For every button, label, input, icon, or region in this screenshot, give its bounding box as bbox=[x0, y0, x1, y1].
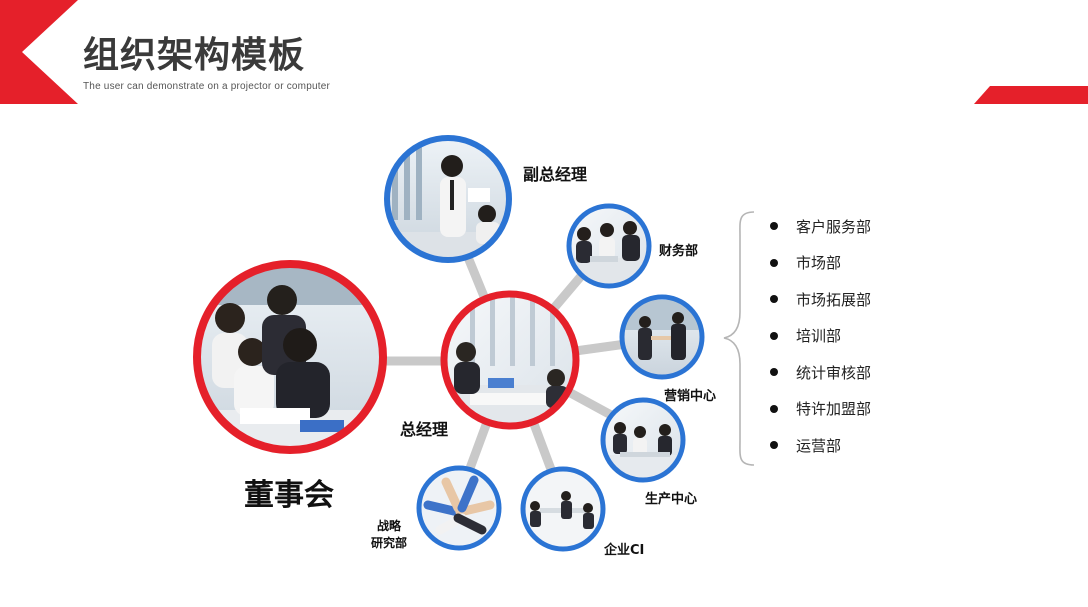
label-strategy-line1: 战略 bbox=[377, 519, 402, 533]
department-label: 培训部 bbox=[796, 327, 842, 346]
ring-production bbox=[600, 397, 686, 483]
label-vice-gm: 副总经理 bbox=[523, 165, 588, 184]
photo-strategy-research bbox=[420, 469, 498, 547]
department-label: 运营部 bbox=[796, 436, 842, 455]
department-label: 市场拓展部 bbox=[796, 290, 872, 309]
bullet-icon bbox=[770, 368, 778, 377]
department-label: 统计审核部 bbox=[796, 363, 872, 382]
label-production: 生产中心 bbox=[645, 492, 698, 507]
red-bar-top-right bbox=[974, 86, 1088, 104]
ring-corporate-ci bbox=[520, 466, 606, 552]
department-label: 市场部 bbox=[796, 254, 842, 273]
ring-vice-gm bbox=[384, 135, 512, 263]
bullet-icon bbox=[770, 222, 778, 231]
list-item: 培训部 bbox=[770, 318, 871, 355]
list-item: 客户服务部 bbox=[770, 208, 871, 245]
department-brace bbox=[723, 211, 755, 466]
ring-board bbox=[193, 260, 387, 454]
ring-strategy-research bbox=[416, 465, 502, 551]
list-item: 运营部 bbox=[770, 427, 871, 464]
bullet-icon bbox=[770, 441, 778, 450]
red-corner-top-left bbox=[0, 0, 78, 104]
bullet-icon bbox=[770, 331, 778, 340]
photo-vice-gm bbox=[388, 139, 508, 259]
photo-corporate-ci bbox=[524, 470, 602, 548]
label-general-manager: 总经理 bbox=[400, 420, 449, 439]
list-item: 统计审核部 bbox=[770, 354, 871, 391]
label-strategy-line2: 研究部 bbox=[371, 536, 408, 550]
ring-marketing bbox=[619, 294, 705, 380]
label-board: 董事会 bbox=[244, 478, 334, 513]
department-label: 特许加盟部 bbox=[796, 400, 872, 419]
list-item: 市场拓展部 bbox=[770, 281, 871, 318]
department-label: 客户服务部 bbox=[796, 217, 872, 236]
ring-finance bbox=[566, 203, 652, 289]
label-strategy-research: 战略 研究部 bbox=[371, 518, 407, 552]
photo-general-manager bbox=[446, 296, 574, 424]
ring-general-manager bbox=[440, 290, 580, 430]
bullet-icon bbox=[770, 258, 778, 267]
list-item: 市场部 bbox=[770, 245, 871, 282]
label-finance: 财务部 bbox=[659, 244, 699, 259]
bullet-icon bbox=[770, 404, 778, 413]
department-list: 客户服务部 市场部 市场拓展部 培训部 统计审核部 特许加盟部 运营部 bbox=[770, 208, 871, 464]
list-item: 特许加盟部 bbox=[770, 391, 871, 428]
page-title: 组织架构模板 bbox=[83, 35, 306, 76]
bullet-icon bbox=[770, 295, 778, 304]
label-marketing: 营销中心 bbox=[664, 389, 717, 404]
page-subtitle: The user can demonstrate on a projector … bbox=[83, 81, 330, 92]
label-corporate-ci: 企业CI bbox=[604, 543, 645, 558]
